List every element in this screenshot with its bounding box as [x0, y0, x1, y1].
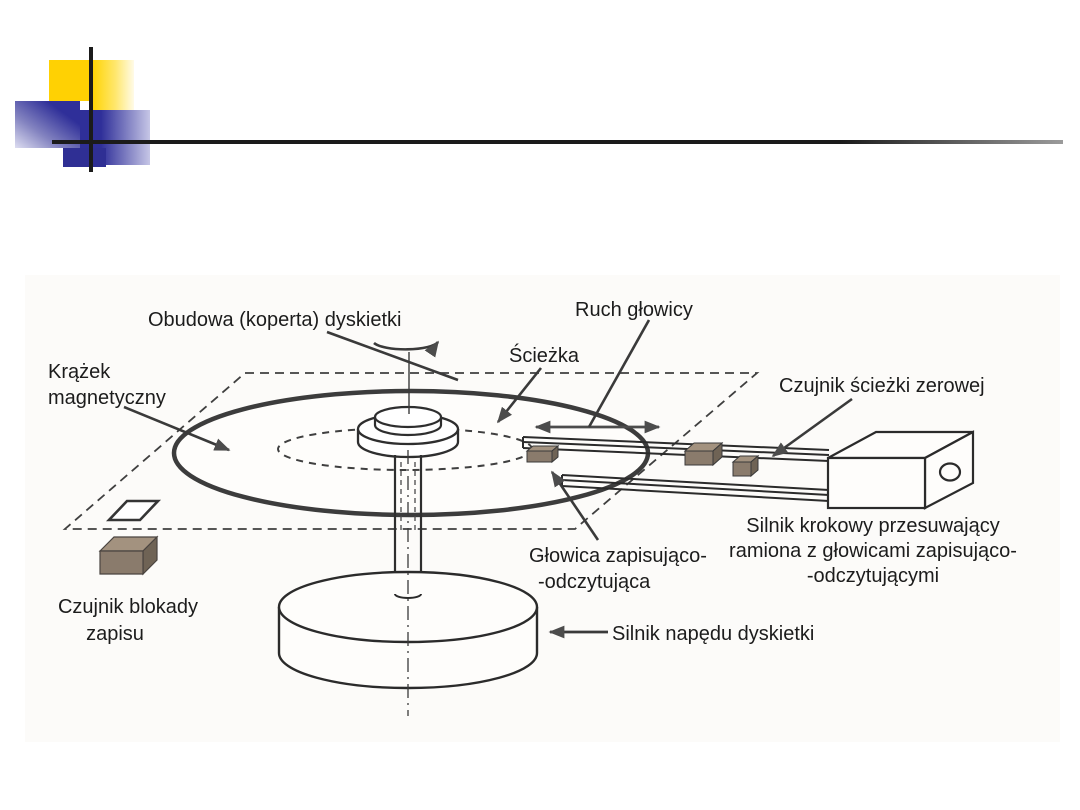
label-magnetic-disk-line1: Krążek	[48, 361, 111, 383]
envelope-label-line	[326, 330, 459, 382]
label-stepper-motor-line3: -odczytującymi	[807, 565, 939, 587]
label-magnetic-disk-line2: magnetyczny	[48, 387, 166, 409]
head-movement-label-line	[587, 319, 651, 428]
decoration-navy-small-square	[63, 148, 106, 167]
label-track: Ścieżka	[509, 343, 580, 367]
head-arm-lower-rail	[561, 474, 830, 502]
stepper-motor-box	[826, 430, 975, 510]
stepper-motor-shaft-hole	[938, 462, 962, 482]
write-protect-hole	[105, 499, 162, 522]
track-label-arrow	[496, 367, 543, 424]
decoration-vertical-rule	[89, 47, 93, 172]
write-protect-sensor-block	[98, 535, 159, 576]
hub-cap-top	[373, 405, 443, 429]
zero-track-sensor-label-arrow	[771, 397, 853, 458]
label-head-line1: Głowica zapisująco-	[529, 545, 707, 567]
spindle-base-arc	[394, 593, 422, 599]
label-envelope: Obudowa (koperta) dyskietki	[148, 309, 401, 331]
head-label-arrow	[550, 470, 600, 541]
label-head-line2: -odczytująca	[538, 571, 651, 593]
decoration-yellow-gradient-square	[93, 60, 134, 110]
magnetic-disk-label-arrow	[123, 405, 231, 452]
label-write-protect-sensor-line1: Czujnik blokady	[58, 596, 198, 618]
disk-envelope-outline	[62, 372, 760, 530]
decoration-horizontal-rule	[52, 140, 1063, 144]
label-write-protect-sensor-line2: zapisu	[86, 623, 144, 645]
zero-track-sensor-flag	[683, 441, 724, 467]
zero-track-sensor-block	[731, 454, 760, 478]
label-drive-motor: Silnik napędu dyskietki	[612, 623, 814, 645]
rotation-arrow	[373, 340, 440, 358]
label-stepper-motor-line1: Silnik krokowy przesuwający	[746, 515, 999, 537]
label-zero-track-sensor: Czujnik ścieżki zerowej	[779, 375, 985, 397]
label-stepper-motor-line2: ramiona z głowicami zapisująco-	[729, 540, 1017, 562]
read-write-head-block	[525, 444, 560, 464]
label-head-movement: Ruch głowicy	[575, 299, 693, 321]
decoration-yellow-square	[49, 60, 93, 101]
